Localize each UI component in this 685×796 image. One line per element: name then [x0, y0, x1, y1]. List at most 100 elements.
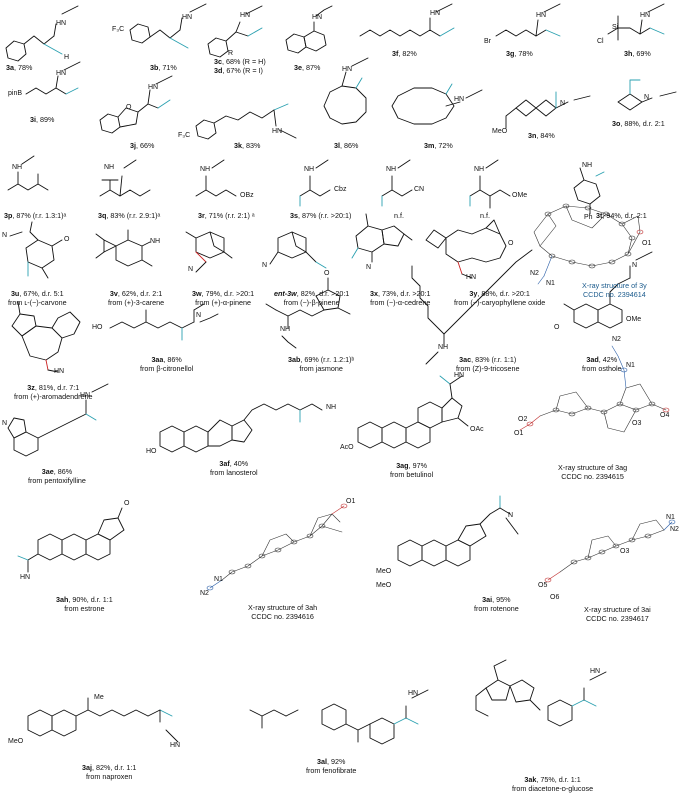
structure-3ab: [265, 277, 351, 349]
label-3s: 3s, 87% (r.r. >20:1): [290, 211, 352, 220]
structure-3l: [323, 57, 369, 125]
atom-n1-3ah: N1: [214, 576, 223, 583]
atom-obz-3r: OBz: [240, 192, 254, 199]
atom-oac-3ag: OAc: [470, 426, 484, 433]
atom-nh-3v: NH: [150, 238, 161, 245]
label-3b: 3b, 71%: [150, 63, 177, 72]
atom-o1-3ah: O1: [346, 498, 356, 505]
atom-hn-3ak: HN: [590, 668, 601, 675]
atom-nh-3ac: NH: [438, 344, 449, 351]
atom-hn-3g: HN: [536, 12, 547, 19]
structure-3v: [95, 229, 153, 267]
structure-3q: [99, 159, 151, 197]
structure-3ac: [411, 249, 533, 365]
structure-3aj: [27, 697, 179, 743]
atom-cl-3h: Cl: [597, 38, 604, 45]
structure-3p: [7, 155, 49, 191]
atom-n2-3y: N2: [530, 270, 539, 277]
atom-br-3g: Br: [484, 38, 491, 45]
atom-nh-3af: NH: [326, 404, 337, 411]
atom-n2-3ag: N2: [612, 336, 621, 343]
atom-r-3c: R: [228, 50, 234, 57]
structure-3c-3d: [207, 5, 263, 58]
atom-ho-3aa: HO: [92, 324, 103, 331]
atom-o5-3ai: O5: [538, 582, 548, 589]
atom-o3-3ai: O3: [620, 548, 630, 555]
atom-nh-3s: NH: [304, 166, 315, 173]
label-3f: 3f, 82%: [392, 49, 417, 58]
atom-n-3aa: N: [196, 312, 202, 319]
atom-hn-3b: HN: [182, 14, 193, 21]
atom-n1-3y: N1: [546, 280, 555, 287]
atom-h-3a: H: [64, 54, 70, 61]
atom-hn-3aj: HN: [170, 742, 181, 749]
atom-o-3ah: O: [124, 500, 130, 507]
structure-3i: [25, 61, 81, 95]
atom-n-3o: N: [644, 94, 650, 101]
structure-3a: [5, 5, 79, 62]
atom-hn-3y: HN: [466, 274, 477, 281]
atom-meo-3aj: MeO: [8, 738, 24, 745]
structure-3af: [159, 403, 323, 453]
atom-n-3w: N: [188, 266, 194, 273]
atom-o-3j: O: [126, 104, 132, 111]
structure-3s: [299, 159, 331, 207]
atom-nh-3q: NH: [104, 164, 115, 171]
structure-3f: [359, 3, 455, 37]
label-3m: 3m, 72%: [424, 141, 453, 150]
atom-me-3aj: Me: [94, 694, 104, 701]
atom-hn-3al: HN: [408, 690, 419, 697]
structure-3b: [129, 3, 207, 49]
structure-3h: [607, 3, 665, 41]
atom-n-3ae: N: [2, 420, 8, 427]
atom-hn-3j: HN: [148, 84, 159, 91]
structure-3x: [351, 213, 413, 263]
atom-o4-3ag: O4: [660, 412, 670, 419]
structure-ent-3w: [269, 231, 327, 269]
label-3e: 3e, 87%: [294, 63, 321, 72]
structure-3n: [505, 91, 591, 129]
atom-cn-nf1: CN: [414, 186, 425, 193]
label-nf2: n.f.: [480, 211, 490, 220]
atom-hn-3e: HN: [312, 14, 323, 21]
label-3ae: 3ae, 86%from pentoxifylline: [28, 467, 86, 485]
atom-nh-3t: NH: [582, 162, 593, 169]
structure-3y: [425, 219, 507, 279]
atom-meo-3n: MeO: [492, 128, 508, 135]
structure-3ah: [17, 507, 125, 573]
label-3al: 3al, 92%from fenofibrate: [306, 757, 357, 775]
structure-3t: [573, 167, 605, 215]
xray-3ai-ellipsoids: [544, 519, 676, 583]
atom-n-3u: N: [2, 232, 8, 239]
atom-nh-nf1: NH: [386, 166, 397, 173]
atom-hn-3a: HN: [56, 20, 67, 27]
atom-aco-3ag: AcO: [340, 444, 354, 451]
label-3c: 3c, 68% (R = H): [214, 57, 266, 66]
atom-o2-3ag: O2: [518, 416, 528, 423]
atom-n-3n: N: [560, 100, 566, 107]
structure-3ad: [563, 251, 653, 329]
xray-3ag-ellipsoids: [519, 345, 670, 433]
atom-o1-3y: O1: [642, 240, 652, 247]
atom-o1-3ag: O1: [514, 430, 524, 437]
structure-3ag: [357, 375, 469, 449]
structure-3g: [495, 3, 561, 37]
atom-hn-3ag: HN: [454, 372, 465, 379]
structure-3w: [185, 231, 233, 273]
atom-ome-nf2: OMe: [512, 192, 528, 199]
label-3ag: 3ag, 97%from betulinol: [390, 461, 434, 479]
label-3r: 3r, 71% (r.r. 2:1) ᵃ: [198, 211, 255, 220]
label-3i: 3i, 89%: [30, 115, 55, 124]
xray-3ah-ellipsoids: [206, 503, 348, 591]
atom-ome-3ad: OMe: [626, 316, 642, 323]
label-3g: 3g, 78%: [506, 49, 533, 58]
atom-o3-3ag: O3: [632, 420, 642, 427]
